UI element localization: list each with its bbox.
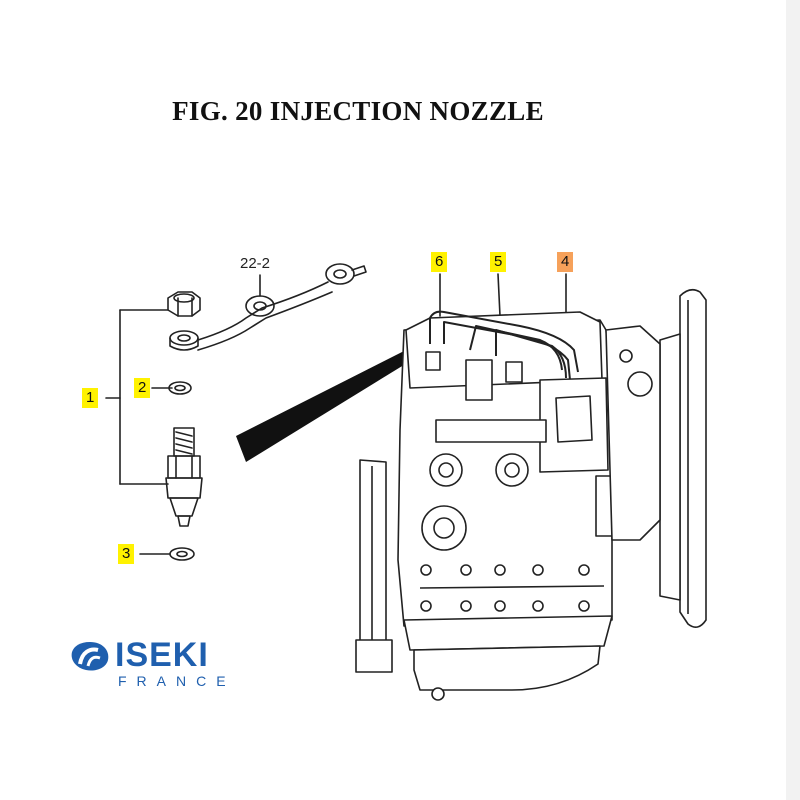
brand-name: ISEKI bbox=[115, 636, 209, 674]
iseki-logo: ISEKI FRANCE bbox=[68, 636, 268, 696]
washer-upper-icon bbox=[168, 381, 192, 395]
leak-off-pipe-icon bbox=[197, 263, 367, 351]
iseki-emblem-icon bbox=[71, 642, 109, 671]
callout-2: 2 bbox=[134, 378, 151, 398]
callout-3: 3 bbox=[118, 544, 135, 564]
injector-body-icon bbox=[165, 427, 203, 527]
callout-6: 6 bbox=[431, 252, 448, 272]
zoom-pointer-icon bbox=[236, 350, 412, 462]
engine-assembly-icon bbox=[355, 288, 707, 701]
callout-1: 1 bbox=[82, 388, 99, 408]
callout-5: 5 bbox=[490, 252, 507, 272]
callout-5-leader bbox=[497, 273, 501, 317]
part-ref-22-2: 22-2 bbox=[240, 255, 271, 272]
callout-1-bracket bbox=[105, 309, 169, 485]
callout-4: 4 bbox=[557, 252, 574, 272]
washer-lower-icon bbox=[169, 547, 195, 561]
figure-title: FIG. 20 INJECTION NOZZLE bbox=[172, 96, 544, 126]
nozzle-nut-icon bbox=[167, 291, 201, 317]
page-edge bbox=[786, 0, 800, 800]
brand-sub: FRANCE bbox=[118, 673, 236, 689]
fitting-ring-icon bbox=[169, 330, 199, 351]
